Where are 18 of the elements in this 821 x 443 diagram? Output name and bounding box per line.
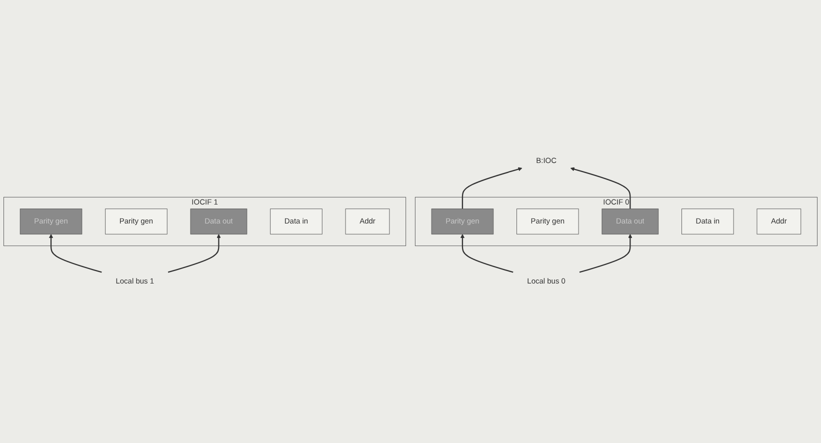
node-box [105, 208, 168, 234]
node-box [602, 208, 659, 234]
arrow [570, 167, 631, 209]
arrow [579, 234, 632, 273]
node-box [516, 208, 579, 234]
arrow [460, 234, 514, 273]
node-box [20, 208, 82, 234]
arrow [168, 234, 221, 273]
arrow [462, 167, 522, 209]
node-box [431, 208, 494, 234]
node-box [682, 208, 734, 234]
arrow [48, 234, 102, 273]
node-box [756, 208, 802, 234]
cluster [414, 196, 818, 246]
cluster [4, 196, 406, 246]
node-box [190, 208, 248, 234]
node-box [270, 208, 322, 234]
node-box [345, 208, 390, 234]
